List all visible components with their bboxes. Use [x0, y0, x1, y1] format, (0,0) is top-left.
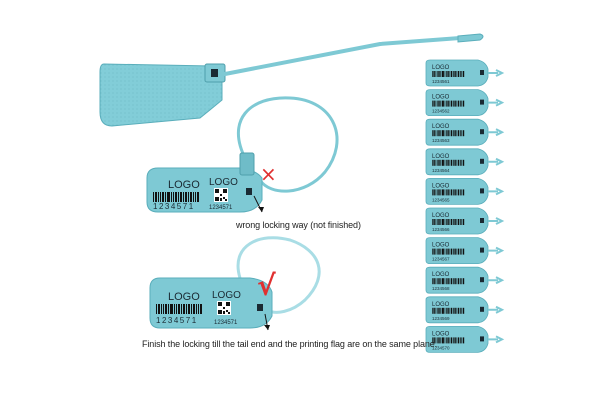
strip-tag: LOGO 1234562 [425, 89, 505, 116]
finish-locking-caption: Finish the locking till the tail end and… [142, 339, 438, 349]
strip-serial-number: 1234561 [432, 79, 450, 84]
seal-strip: LOGO1234561LOGO1234562LOGO1234563LOGO123… [425, 59, 505, 353]
strip-serial-number: 1234569 [432, 316, 450, 321]
strip-tag: LOGO 1234565 [425, 178, 505, 205]
serial-number-right: 1234571 [209, 205, 233, 211]
logo-text-left: LOGO [168, 179, 200, 191]
strip-logo-text: LOGO [432, 243, 450, 249]
strip-tag: LOGO 1234570 [425, 326, 505, 353]
strip-logo-text: LOGO [432, 331, 450, 337]
strip-logo-text: LOGO [432, 65, 450, 71]
correct-locked-seal: LOGO LOGO 1234571 1234571 [149, 236, 321, 331]
strip-serial-number: 1234562 [432, 109, 450, 114]
strip-tag: LOGO 1234568 [425, 266, 505, 294]
serial-number-right: 1234571 [214, 320, 238, 326]
strip-logo-text: LOGO [432, 302, 450, 308]
strip-logo-text: LOGO [432, 124, 450, 130]
qr-code-graphic [217, 301, 231, 315]
serial-number-left: 1234571 [153, 202, 195, 211]
strip-logo-text: LOGO [432, 154, 450, 160]
strip-tag: LOGO 1234569 [425, 296, 505, 324]
strip-serial-number: 1234563 [432, 138, 450, 143]
strip-tag: LOGO 1234563 [425, 118, 505, 146]
strip-logo-text: LOGO [432, 183, 450, 189]
correct-mark-icon: √ [257, 269, 276, 302]
strip-serial-number: 1234564 [432, 168, 450, 173]
strip-logo-text: LOGO [432, 95, 450, 101]
strip-logo-text: LOGO [432, 272, 450, 278]
strip-serial-number: 1234565 [432, 197, 450, 202]
strip-serial-number: 1234568 [432, 286, 450, 291]
strip-tag: LOGO 1234561 [425, 59, 505, 87]
serial-number-left: 1234571 [156, 316, 198, 325]
logo-text-right: LOGO [212, 290, 241, 301]
strip-tag: LOGO 1234566 [425, 207, 505, 235]
strip-tag: LOGO 1234564 [425, 148, 505, 176]
strip-serial-number: 1234566 [432, 227, 450, 232]
strip-tag: LOGO 1234567 [425, 237, 505, 264]
unlocked-seal [99, 33, 484, 127]
wrong-locking-caption: wrong locking way (not finished) [236, 220, 361, 230]
logo-text-right: LOGO [209, 177, 238, 188]
strip-logo-text: LOGO [432, 213, 450, 219]
strip-serial-number: 1234567 [432, 257, 450, 262]
strip-serial-number: 1234570 [432, 345, 450, 350]
wrong-locked-seal: LOGO LOGO 1234571 1234571 [146, 96, 339, 213]
logo-text-left: LOGO [168, 291, 200, 303]
qr-code-graphic [214, 188, 228, 202]
wrong-mark-icon: × [260, 162, 277, 186]
